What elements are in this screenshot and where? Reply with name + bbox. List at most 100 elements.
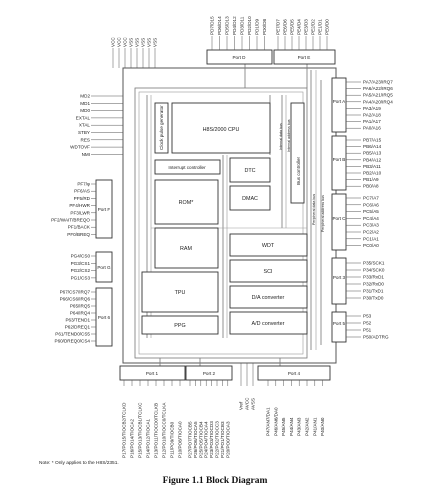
pin-label: P27/PO7/TIOCB5 [188,421,193,458]
clock-label: Clock pulse generator [159,105,164,150]
pin-label: P22/PO2/TIOCC3 [215,421,220,458]
pin-label: PE2/D2 [311,19,316,35]
pin-label: P21/PO1/TIOCB3 [220,421,225,458]
pin-label: PE6/D6 [283,19,288,35]
pin-label: PF7/φ [77,182,90,187]
pin-label: P17/PO15/TIOCB2/TCLKD [122,402,127,458]
pin-label: P65/IRQ5 [70,304,91,309]
da-converter-label: D/A converter [252,295,285,301]
pin-label: P24/PO4/TIOCA4 [204,421,209,458]
pin-label: PA2/A18 [363,113,381,118]
pin-label: P66/CS6/IRQ6 [60,297,91,302]
pin-label: PD3/D11 [240,16,245,35]
pin-label: MD2 [80,94,90,99]
pin-label: PA7/A23/IRQ7 [363,80,393,85]
pin-label: PC5/A5 [363,209,379,214]
port-4-label: Port 4 [288,371,301,376]
port-2-block [185,365,233,381]
pins-port-c: PC7/A7PC6/A6PC5/A5PC4/A4PC3/A3PC2/A2PC1/… [346,196,379,248]
figure-caption: Figure 1.1 Block Diagram [162,476,268,486]
port-1-label: Port 1 [146,371,159,376]
dmac-block [229,185,271,211]
pin-label: PA3/A19 [363,106,381,111]
pin-label: P47/AN7/DA1 [266,407,271,436]
bus-lines [134,64,322,366]
bus-controller-block [290,102,305,204]
bus-controller-label: Bus controller [296,156,301,185]
pin-label: MD0 [80,108,90,113]
pin-label: P34/SCK0 [363,268,385,273]
ram-block [154,227,219,269]
pin-label: P41/AN1 [312,417,317,436]
pin-label: P52 [363,321,372,326]
pin-label: PE1/D1 [318,19,323,35]
pin-label: PC7/A7 [363,196,379,201]
pins-port-b: PB7/A15PB6/A14PB5/A13PB4/A12PB3/A11PB2/A… [346,138,382,189]
ppg-block [141,315,219,335]
pin-label: P51 [363,328,372,333]
clock-generator-block [154,102,169,154]
pins-port-6: P67/CS7/IRQ7P66/CS6/IRQ6P65/IRQ5P64/IRQ4… [55,290,96,344]
pin-label: P67/CS7/IRQ7 [60,290,91,295]
pin-label: VCC [111,37,116,47]
port-5-label: Port 5 [333,321,346,326]
peripheral-data-bus-label: Peripheral data bus [312,194,316,225]
pin-label: P46/AN6/DA0 [273,407,278,436]
pin-label: PB6/A14 [363,144,382,149]
port-1-block [119,365,186,381]
pin-label: PC2/A2 [363,230,379,235]
dmac-label: DMAC [242,196,258,202]
pin-label: VSS [129,38,134,47]
pin-label: PA1/A17 [363,119,381,124]
pins-port-3: P35/SCK1P34/SCK0P33/RxD1P32/RxD0P31/TxD1… [346,261,385,301]
cpu-block [171,102,271,154]
pin-label: RES [81,137,90,142]
pin-label: NMI [82,152,90,157]
pin-label: VCC [123,37,128,47]
pin-label: P50/ADTRG [363,335,389,340]
ad-converter-block [229,311,308,335]
pin-label: P23/PO3/TIOCD3 [209,421,214,458]
port-d-block [206,49,273,65]
pin-label: PC1/A1 [363,236,379,241]
dtc-label: DTC [244,168,255,174]
sci-block [229,259,308,283]
pin-label: PE5/D5 [290,19,295,35]
pin-label: P12/PO10/TIOCC0/TCLKA [162,402,167,458]
pin-label: Vref [239,401,244,410]
pin-label: PF2/WAIT/BREQO [51,218,90,223]
port-6-label: Port 6 [98,315,111,320]
interrupt-controller-block [154,159,221,175]
pin-label: P63/TEND1 [65,318,90,323]
pin-label: P62/DREQ1 [65,325,91,330]
pin-label: P11/PO9/TIOCB0 [170,421,175,458]
port-3-label: Port 3 [333,275,346,280]
pin-label: PC4/A4 [363,216,379,221]
pin-label: P43/AN3 [297,417,302,436]
pin-label: PD4/D12 [232,16,237,35]
port-b-label: Port B [333,157,346,162]
pin-label: PD0/D8 [262,18,267,35]
pin-label: PE7/D7 [276,19,281,35]
pin-label: PF1/BACK [68,225,91,230]
pin-label: P45/AN5 [281,417,286,436]
pin-label: PB5/A13 [363,151,382,156]
pin-label: PF4/HWR [69,203,90,208]
pin-label: STBY [78,130,90,135]
diagram-note: Note: * Only applies to the H8S/2351. [39,461,119,466]
port-a-block [331,77,347,133]
pin-label: P33/RxD1 [363,275,384,280]
internal-address-bus-label: Internal address bus [287,119,291,152]
pin-label: PG1/CS3 [71,275,91,280]
pin-label: P14/PO12/TIOCA1 [146,418,151,458]
pin-label: PB4/A12 [363,157,382,162]
pin-label: P31/TxD1 [363,289,384,294]
pin-label: PE3/D3 [304,19,309,35]
pin-label: AVCC [245,397,250,410]
pin-label: VSS [147,38,152,47]
pin-label: P25/PO5/TIOCB4 [198,421,203,458]
